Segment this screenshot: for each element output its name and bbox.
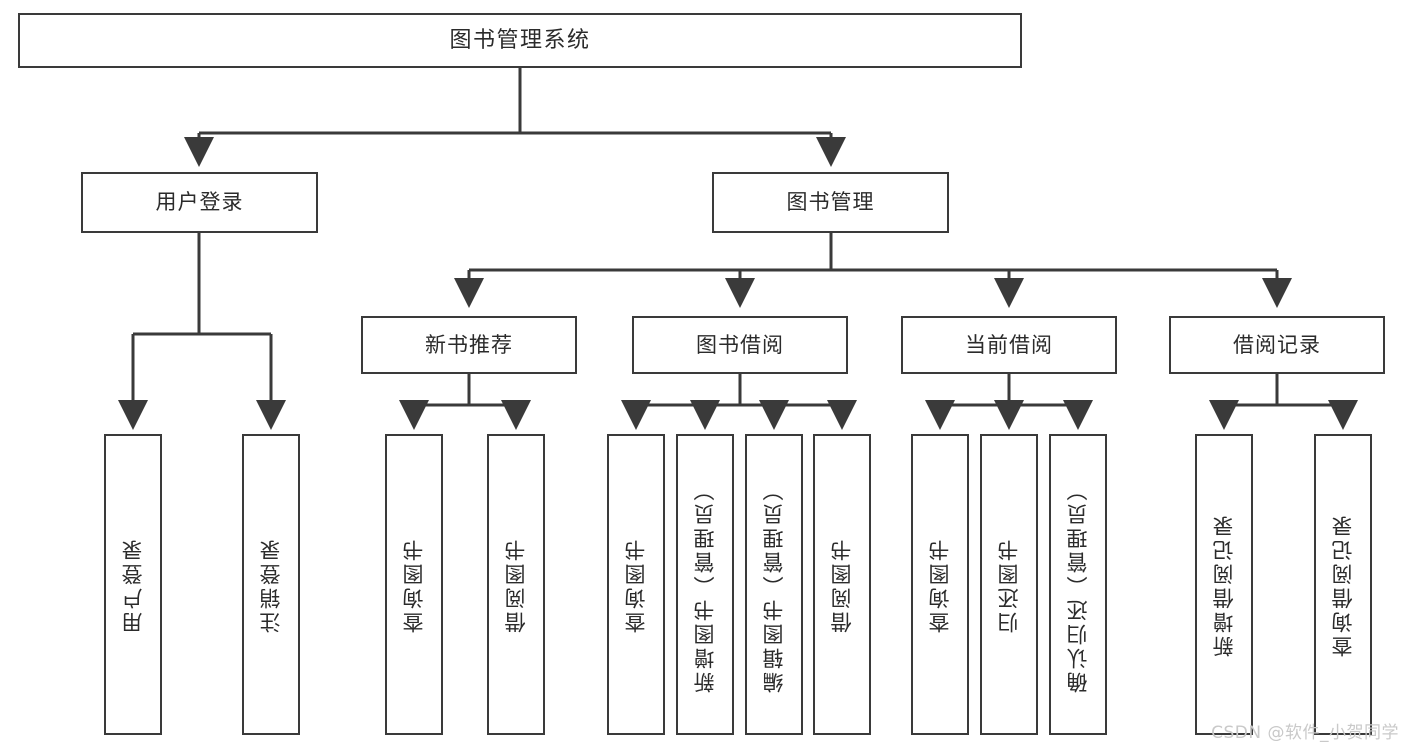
node-label: 注销登录 xyxy=(258,536,283,633)
node-label: 用户登录 xyxy=(155,190,244,215)
node-label: 查询图书 xyxy=(401,536,426,633)
leaf-add-borrow-record[interactable]: 新增借阅记录 xyxy=(1195,434,1253,735)
leaf-edit-book-admin[interactable]: 编辑图书（管理员） xyxy=(745,434,803,735)
node-label: 归还图书 xyxy=(996,536,1021,633)
node-label: 当前借阅 xyxy=(965,332,1053,357)
node-label: 图书管理 xyxy=(786,190,875,215)
node-label: 新增图书（管理员） xyxy=(692,476,717,693)
node-label: 图书管理系统 xyxy=(449,27,591,53)
node-label: 用户登录 xyxy=(120,536,145,633)
node-book-manage[interactable]: 图书管理 xyxy=(712,172,949,233)
node-label: 借阅图书 xyxy=(503,536,528,633)
leaf-query-borrow-record[interactable]: 查询借阅记录 xyxy=(1314,434,1372,735)
leaf-add-book-admin[interactable]: 新增图书（管理员） xyxy=(676,434,734,735)
node-current-borrow[interactable]: 当前借阅 xyxy=(901,316,1117,374)
leaf-return-book[interactable]: 归还图书 xyxy=(980,434,1038,735)
node-label: 查询图书 xyxy=(927,536,952,633)
node-label: 图书借阅 xyxy=(696,332,784,357)
node-label: 借阅记录 xyxy=(1233,332,1321,357)
node-new-book-recommend[interactable]: 新书推荐 xyxy=(361,316,577,374)
leaf-query-book-borrow[interactable]: 查询图书 xyxy=(607,434,665,735)
node-label: 编辑图书（管理员） xyxy=(761,476,786,693)
leaf-borrow-book-newbook[interactable]: 借阅图书 xyxy=(487,434,545,735)
node-label: 新书推荐 xyxy=(425,332,513,357)
node-label: 借阅图书 xyxy=(829,536,854,633)
leaf-logout-login[interactable]: 注销登录 xyxy=(242,434,300,735)
node-label: 新增借阅记录 xyxy=(1211,512,1236,657)
leaf-query-book-newbook[interactable]: 查询图书 xyxy=(385,434,443,735)
node-label: 查询借阅记录 xyxy=(1330,512,1355,657)
leaf-borrow-book-borrow[interactable]: 借阅图书 xyxy=(813,434,871,735)
leaf-user-login[interactable]: 用户登录 xyxy=(104,434,162,735)
node-label: 确认归还（管理员） xyxy=(1065,476,1090,693)
node-borrow-record[interactable]: 借阅记录 xyxy=(1169,316,1385,374)
leaf-query-book-current[interactable]: 查询图书 xyxy=(911,434,969,735)
node-root-system[interactable]: 图书管理系统 xyxy=(18,13,1022,68)
node-user-login[interactable]: 用户登录 xyxy=(81,172,318,233)
node-book-borrow[interactable]: 图书借阅 xyxy=(632,316,848,374)
leaf-confirm-return-admin[interactable]: 确认归还（管理员） xyxy=(1049,434,1107,735)
csdn-watermark: CSDN @软件_小贺同学 xyxy=(1211,723,1399,743)
node-label: 查询图书 xyxy=(623,536,648,633)
